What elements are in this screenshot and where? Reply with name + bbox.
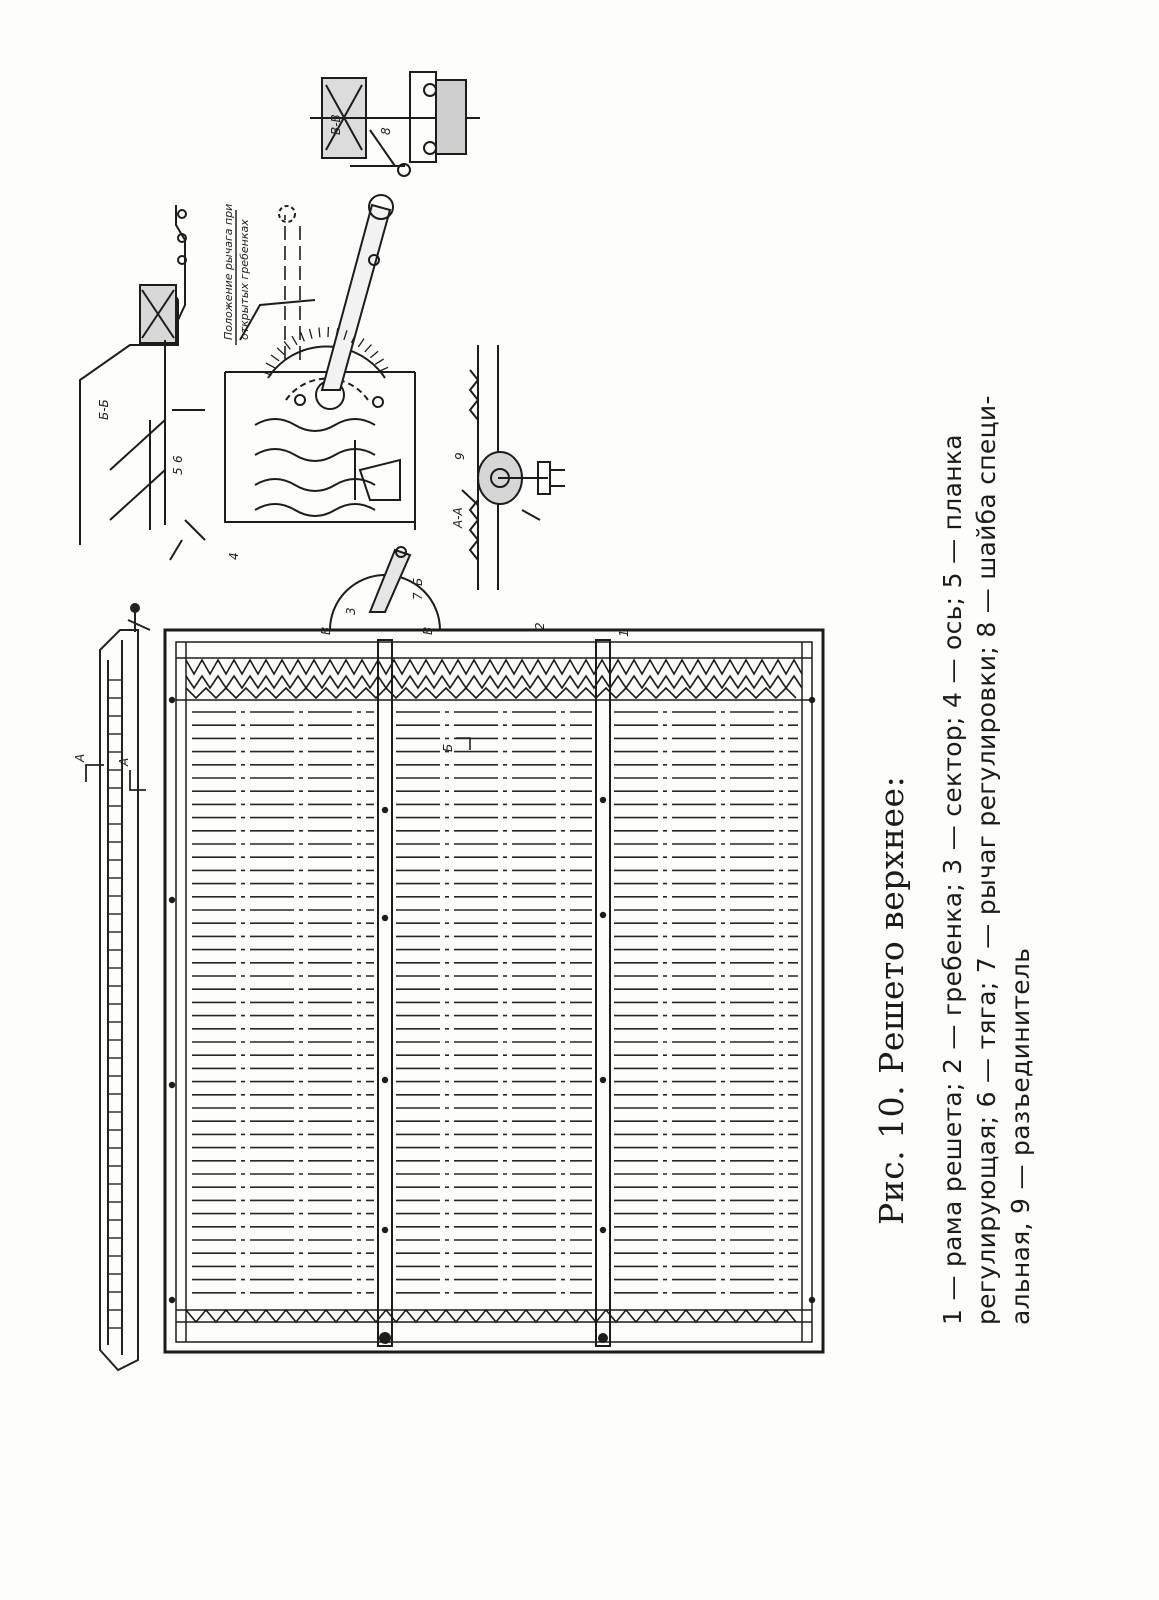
sieve-slats (192, 711, 798, 1294)
top-comb-upper (185, 658, 803, 676)
part-label-2: 2 (533, 622, 547, 630)
detail-section-aa (461, 345, 565, 590)
sector-tick (283, 340, 291, 350)
top-comb-inner (185, 686, 797, 700)
part-label-3: 3 (344, 607, 358, 615)
sector-tick (335, 327, 339, 339)
rivet (381, 806, 389, 814)
side-view (99, 603, 151, 1372)
section-label-a-bottom: А (117, 758, 131, 767)
figure-legend-line-3: альная, 9 — разъединитель (1006, 947, 1035, 1325)
sector-tick (350, 333, 357, 344)
sector-tick (364, 344, 372, 353)
section-label-vv: В-В (329, 114, 343, 135)
rivet (168, 696, 176, 704)
rivet (808, 696, 816, 704)
section-label-a-top: А (73, 754, 87, 763)
sector-tick (261, 371, 272, 376)
sector-scale-ticks (261, 326, 389, 376)
rivet (168, 896, 176, 904)
sector-tick (369, 350, 379, 359)
part-label-5: 5 (171, 467, 185, 475)
section-label-aa: А-А (451, 507, 465, 529)
part-label-1: 1 (617, 629, 631, 637)
detail-sector-lever (224, 194, 416, 530)
side-view-ticks (108, 679, 122, 1329)
part-label-7: 7 (411, 592, 425, 600)
sector-tick (357, 338, 365, 348)
top-comb-lower (185, 674, 803, 690)
sector-tick (299, 331, 305, 342)
detail-section-vv (310, 71, 480, 177)
bottom-comb (185, 1308, 797, 1324)
part-label-9: 9 (453, 452, 467, 460)
sector-tick (343, 330, 348, 341)
sector-tick (374, 358, 385, 365)
pivot-bolt (598, 1333, 608, 1343)
part-label-8: 8 (379, 127, 393, 135)
section-b-marker (456, 737, 471, 750)
sieve-frame (163, 628, 825, 1354)
rivet (808, 1296, 816, 1304)
section-label-v-left: В (319, 627, 333, 635)
rivet (168, 1296, 176, 1304)
sector-tick (308, 328, 313, 339)
sector-tick (270, 354, 280, 362)
rivet (381, 1226, 389, 1234)
sector-tick (378, 366, 389, 372)
detail-section-bb (79, 205, 206, 561)
rivet (599, 1076, 607, 1084)
pivot-bolt (379, 1332, 391, 1344)
part-label-4: 4 (227, 552, 241, 560)
comb-teeth (185, 658, 803, 1324)
lever-position-note-line2: открытых гребенках (238, 219, 251, 340)
figure-title: Рис. 10. Решето верхнее: (872, 775, 911, 1225)
section-a-marker (85, 764, 146, 791)
rivet (381, 1076, 389, 1084)
rivet (599, 1226, 607, 1234)
sector-tick (318, 327, 321, 338)
section-label-b: Б (441, 744, 455, 752)
sector-tick (276, 347, 285, 356)
lever-position-note-line1: Положение рычага при (222, 204, 235, 340)
section-label-b-lever: Б (411, 578, 425, 586)
figure-legend-line-1: 1 — рама решета; 2 — гребенка; 3 — секто… (938, 434, 967, 1325)
rivet (599, 911, 607, 919)
adjust-lever (329, 546, 441, 631)
sector-tick (291, 335, 298, 346)
rivet (599, 796, 607, 804)
rivet (168, 1081, 176, 1089)
sector-tick (265, 362, 276, 369)
frame-rivets (168, 696, 816, 1344)
figure-legend-line-2: регулирующая; 6 — тяга; 7 — рычаг регули… (972, 395, 1001, 1325)
section-label-v-right: В (421, 627, 435, 635)
rivet (381, 914, 389, 922)
section-label-bb: Б-Б (97, 399, 111, 420)
part-label-6: 6 (171, 455, 185, 463)
